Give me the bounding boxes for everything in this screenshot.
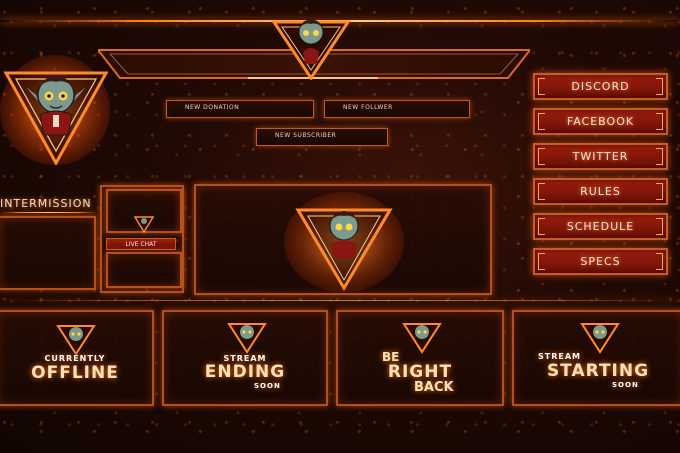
be-right-back-scene: BE RIGHT BACK [336,310,504,406]
rules-label: RULES [580,185,621,198]
schedule-panel-button[interactable]: SCHEDULE [533,213,668,240]
ending-emblem-icon [227,323,267,354]
intermission-screen-frame [0,216,96,290]
brb-top-text: BE [382,350,400,364]
schedule-label: SCHEDULE [566,220,635,233]
offline-top-text: CURRENTLY [44,354,106,363]
starting-main-text: STARTING [546,361,650,381]
brb-emblem-icon [402,323,442,354]
new-donation-alert: NEW DONATION [166,100,314,118]
brb-main-text: RIGHT [387,362,453,382]
top-triangle-emblem-icon [270,8,352,81]
live-chat-box [106,252,182,288]
live-chat-label: LIVE CHAT [125,240,157,248]
facebook-panel-button[interactable]: FACEBOOK [533,108,668,135]
stream-starting-scene: STREAM STARTING SOON [512,310,680,406]
new-follower-alert: NEW FOLLWER [324,100,470,118]
twitter-panel-button[interactable]: TWITTER [533,143,668,170]
intermission-outer-frame [100,185,184,293]
live-chat-tab[interactable]: LIVE CHAT [106,238,176,250]
webcam-emblem-icon [134,216,154,233]
offline-main-text: OFFLINE [31,363,119,383]
stream-ending-scene: STREAM ENDING SOON [162,310,328,406]
offline-scene: CURRENTLY OFFLINE [0,310,154,406]
intermission-title: INTERMISSION [0,197,92,210]
starting-emblem-icon [580,323,620,354]
mascot-emblem-icon [0,55,110,167]
discord-panel-button[interactable]: DISCORD [533,73,668,100]
new-donation-label: NEW DONATION [185,104,240,111]
ending-bottom-text: SOON [254,382,281,390]
center-mascot-emblem-icon [284,192,404,292]
starting-top-text: STREAM [538,352,581,361]
new-subscriber-alert: NEW SUBSCRIBER [256,128,388,146]
center-preview-scene [194,184,492,295]
specs-panel-button[interactable]: SPECS [533,248,668,275]
new-subscriber-label: NEW SUBSCRIBER [275,132,337,139]
ending-main-text: ENDING [204,362,286,382]
offline-emblem-icon [56,325,96,356]
intermission-divider [0,212,98,213]
specs-label: SPECS [580,255,621,268]
facebook-label: FACEBOOK [566,115,635,128]
starting-bottom-text: SOON [612,381,639,389]
ending-top-text: STREAM [223,354,267,363]
bottom-glow-line [0,300,680,301]
new-follower-label: NEW FOLLWER [343,104,393,111]
webcam-frame [106,189,182,233]
brb-bottom-text: BACK [414,380,454,395]
rules-panel-button[interactable]: RULES [533,178,668,205]
discord-label: DISCORD [571,80,630,93]
twitter-label: TWITTER [572,150,629,163]
